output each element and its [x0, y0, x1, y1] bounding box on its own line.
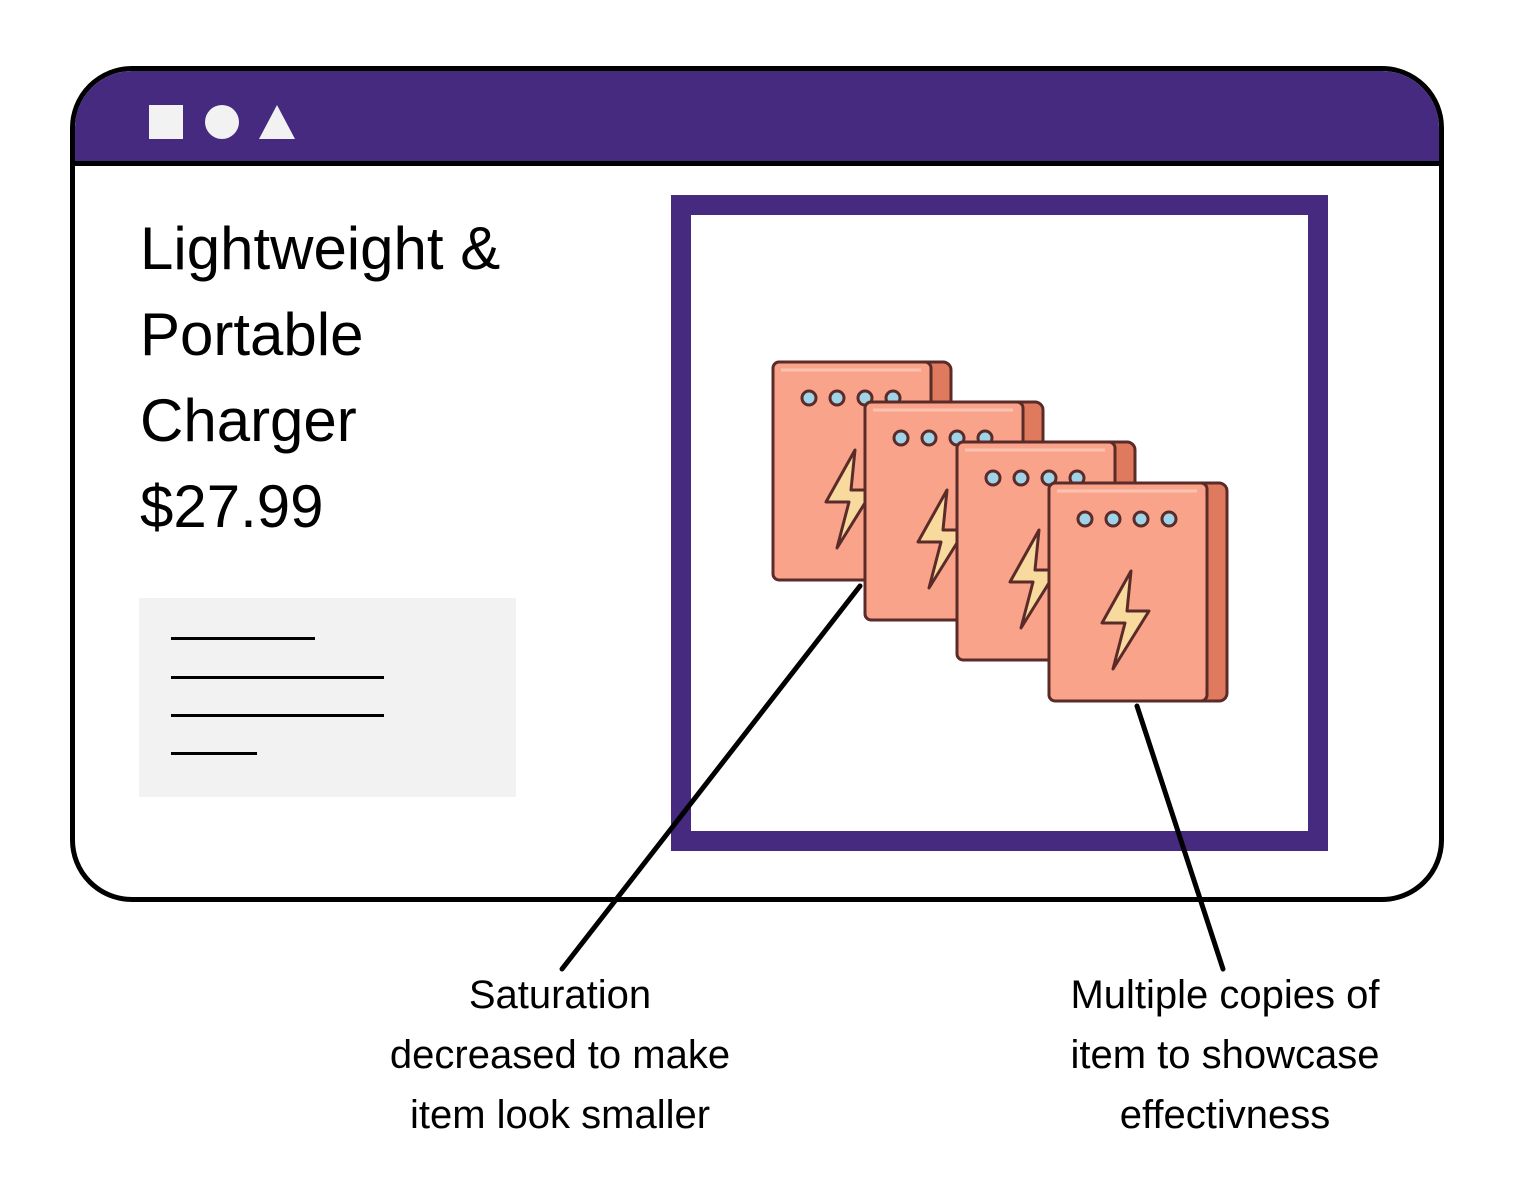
annotation-line: decreased to make — [389, 1033, 731, 1077]
product-title-line-2: Portable — [140, 301, 364, 368]
square-control-icon[interactable] — [149, 105, 183, 139]
text-line — [171, 752, 257, 755]
circle-control-icon[interactable] — [205, 105, 239, 139]
text-line — [171, 714, 384, 717]
triangle-control-icon[interactable] — [259, 105, 295, 139]
text-line — [171, 676, 384, 679]
power-bank-icon — [1047, 481, 1229, 703]
title-bar — [75, 71, 1439, 166]
annotation-line: Saturation — [468, 973, 652, 1017]
description-placeholder — [139, 598, 516, 797]
annotation-saturation: Saturation decreased to make item look s… — [350, 965, 770, 1145]
annotation-multiple-copies: Multiple copies of item to showcase effe… — [1015, 965, 1435, 1145]
product-price: $27.99 — [140, 473, 324, 540]
product-title-line-1: Lightweight & — [140, 215, 501, 282]
annotation-line: Multiple copies of — [1070, 973, 1380, 1017]
product-title-line-3: Charger — [140, 387, 357, 454]
annotation-line: effectivness — [1119, 1093, 1331, 1137]
annotation-line: item look smaller — [409, 1093, 711, 1137]
product-title: Lightweight & Portable Charger $27.99 — [140, 206, 580, 550]
text-line — [171, 637, 315, 640]
annotation-line: item to showcase — [1070, 1033, 1380, 1077]
